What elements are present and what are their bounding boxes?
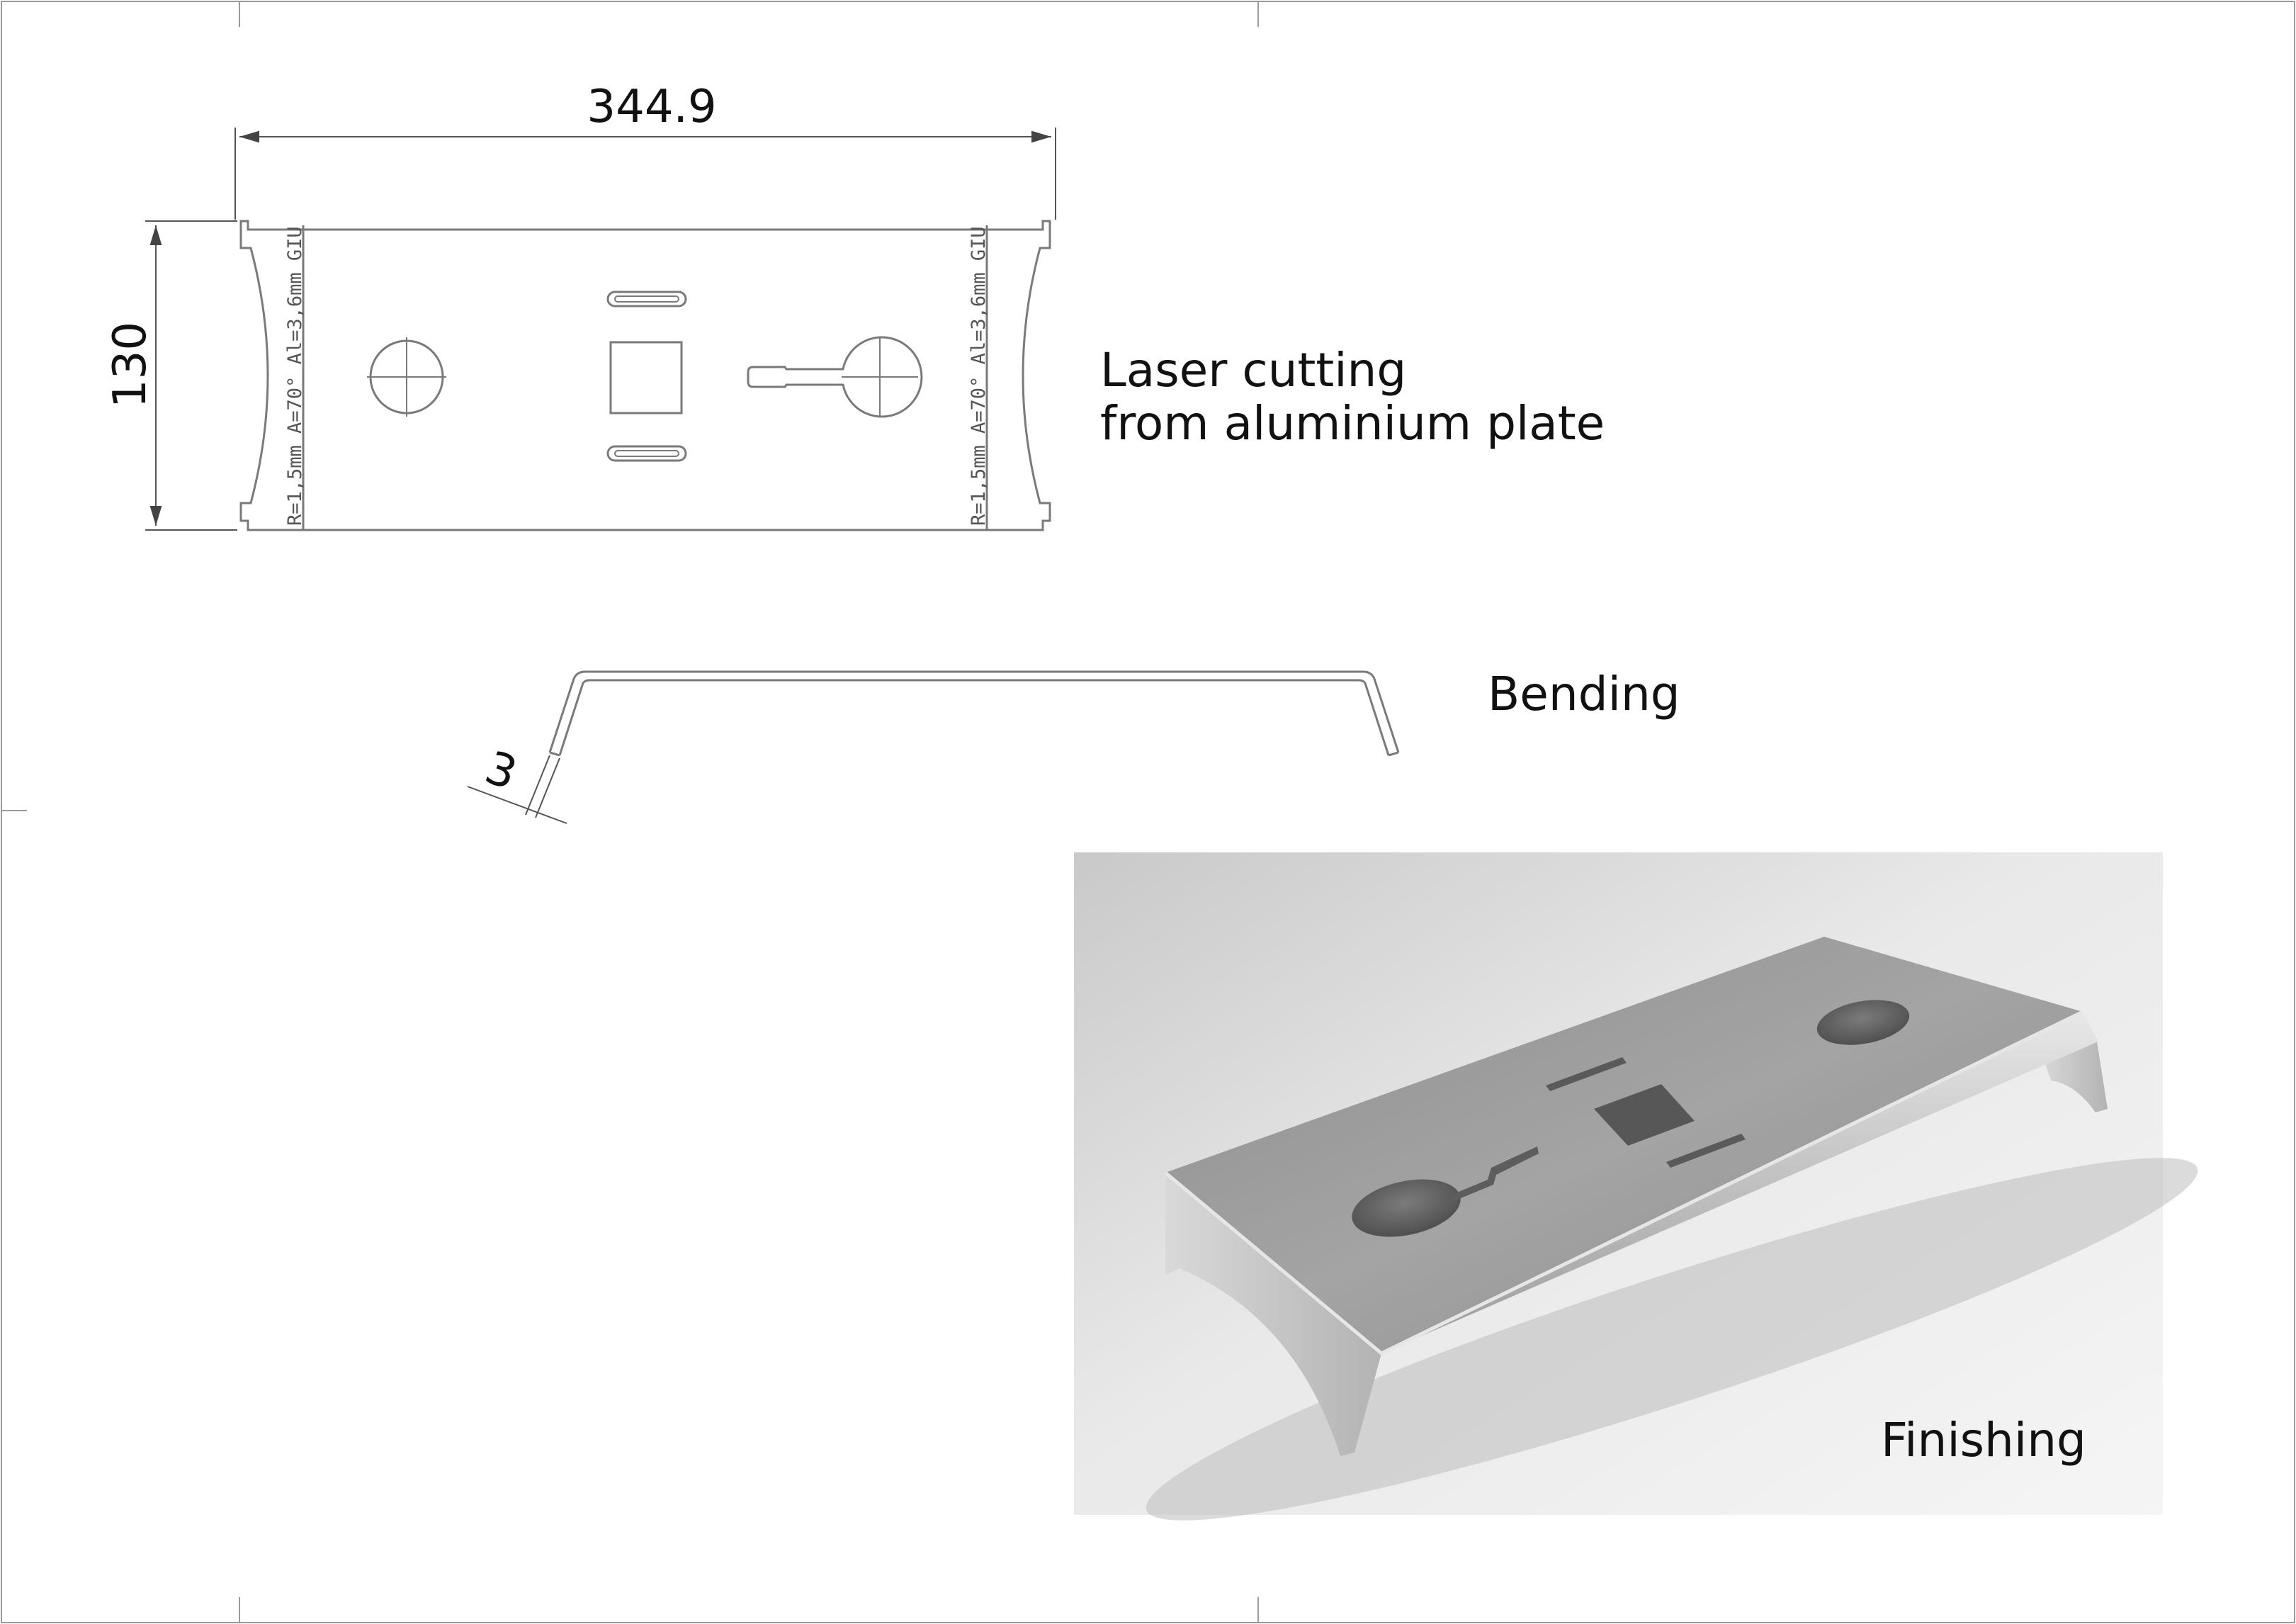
dimension-height-label: 130 bbox=[104, 322, 157, 408]
render-hole-right bbox=[1816, 1000, 1910, 1045]
dimension-thickness bbox=[467, 755, 567, 824]
render-hole-left bbox=[1352, 1179, 1461, 1237]
step-laser-cutting-line2: from aluminium plate bbox=[1100, 396, 1605, 451]
flat-pattern bbox=[239, 220, 1051, 531]
crop-marks bbox=[1, 1, 1259, 1623]
bend-note-right: R=1,5mm A=70° Al=3,6mm GIU bbox=[968, 226, 990, 526]
render-slot-bottom bbox=[1666, 1134, 1746, 1168]
dimension-height bbox=[145, 220, 237, 531]
keyhole-cutout bbox=[747, 336, 923, 418]
step-finishing: Finishing bbox=[1881, 1413, 2086, 1467]
dimension-thickness-label: 3 bbox=[478, 742, 524, 801]
square-cutout bbox=[609, 341, 683, 415]
finished-part-render bbox=[1074, 852, 2198, 1521]
slot-bottom bbox=[606, 445, 687, 462]
step-bending: Bending bbox=[1488, 667, 1680, 721]
step-laser-cutting-line1: Laser cutting bbox=[1100, 343, 1406, 397]
render-slot-top bbox=[1546, 1057, 1627, 1091]
dimension-width-label: 344.9 bbox=[587, 81, 716, 133]
slot-top bbox=[606, 291, 687, 308]
dimension-width bbox=[234, 128, 1056, 220]
flat-pattern-outline bbox=[239, 220, 1051, 531]
render-keyhole-channel bbox=[1445, 1146, 1539, 1203]
bend-note-left: R=1,5mm A=70° Al=3,6mm GIU bbox=[284, 226, 306, 526]
leg-left-front bbox=[1165, 1173, 1381, 1456]
bent-profile bbox=[548, 670, 1400, 757]
render-square-cutout bbox=[1594, 1084, 1695, 1146]
